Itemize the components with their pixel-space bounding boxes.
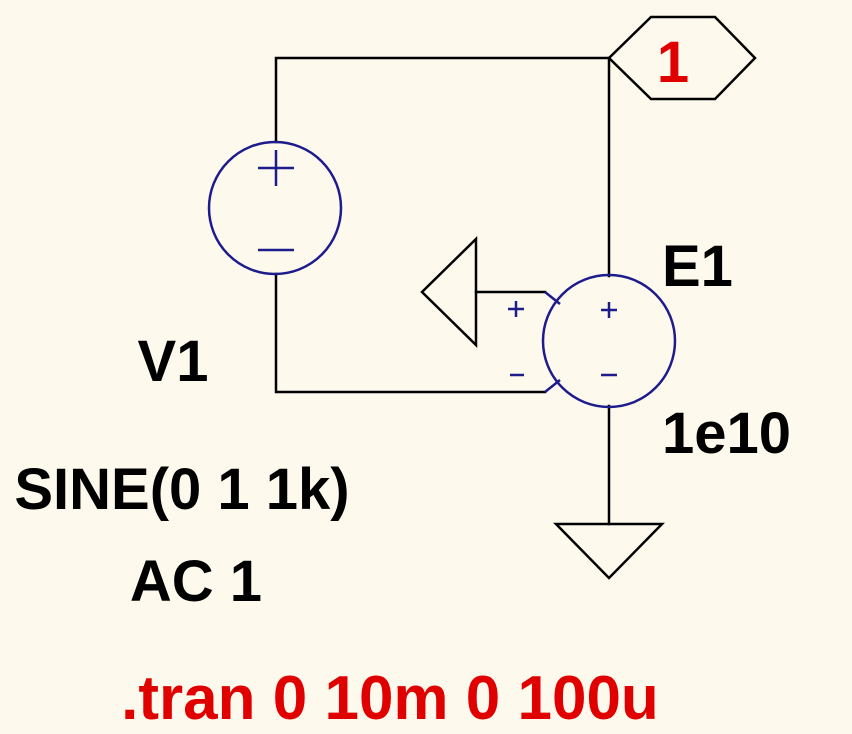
voltage-source-v1[interactable]: [207, 140, 343, 276]
ground-icon[interactable]: [420, 236, 478, 348]
ground-triangle-control: [420, 236, 478, 348]
wires: [274, 56, 611, 526]
net-label-text: 1: [657, 30, 689, 95]
control-minus-lead: [544, 379, 561, 393]
net-label-hexagon: [607, 15, 757, 101]
wire-top[interactable]: [274, 56, 611, 144]
source-ac-label[interactable]: AC 1: [130, 549, 262, 614]
vcvs-name-label[interactable]: E1: [662, 234, 733, 299]
sim-directive[interactable]: .tran 0 10m 0 100u: [121, 664, 659, 733]
source-value-label[interactable]: SINE(0 1 1k): [14, 457, 349, 522]
voltage-source-circle: [207, 140, 343, 276]
vcvs-gain-label[interactable]: 1e10: [662, 401, 791, 466]
control-plus-lead: [544, 291, 561, 305]
wire-bottom[interactable]: [274, 272, 547, 394]
vcvs-e1[interactable]: [508, 273, 677, 409]
ground-triangle: [553, 522, 665, 580]
ground-icon[interactable]: [553, 522, 665, 580]
net-label-1[interactable]: 1: [607, 15, 757, 101]
vcvs-circle: [541, 273, 677, 409]
source-name-label[interactable]: V1: [138, 329, 209, 394]
